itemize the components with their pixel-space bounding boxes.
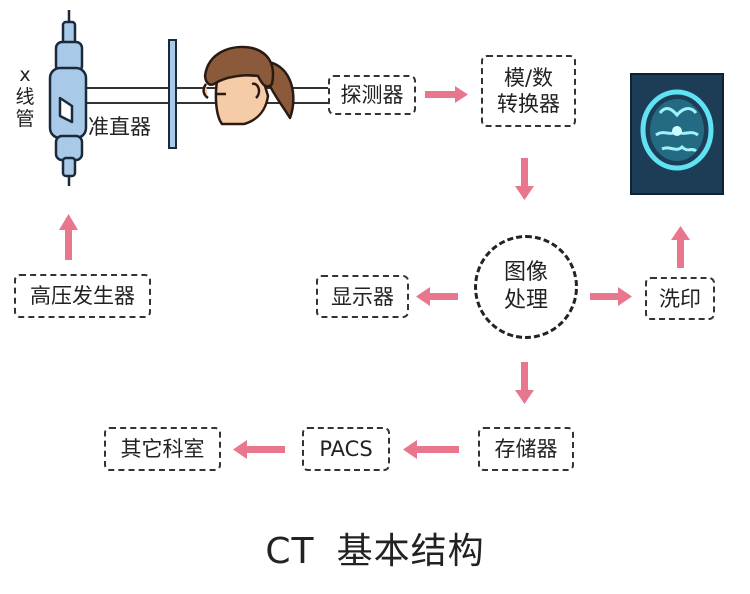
detector-label: 探测器 [340, 83, 404, 107]
arrow-adc-to-processing [515, 158, 534, 200]
flow-arrows [59, 86, 690, 459]
image-processing-label-line1: 图像 [503, 260, 548, 285]
xray-tube-label-char: x [19, 64, 31, 86]
arrow-hv-to-tube [59, 214, 78, 260]
adc-label-line1: 模/数 [503, 66, 554, 90]
arrow-processing-to-storage [515, 362, 534, 404]
ct-scan-image [630, 73, 724, 195]
hv-generator-box: 高压发生器 [14, 274, 151, 318]
hv-generator-label: 高压发生器 [30, 284, 135, 308]
adc-box: 模/数 转换器 [481, 55, 576, 127]
arrow-printing-to-scan [671, 226, 690, 268]
adc-label-line2: 转换器 [497, 92, 560, 116]
arrow-storage-to-pacs [403, 440, 459, 459]
other-departments-label: 其它科室 [120, 437, 205, 461]
collimator-plate [168, 39, 177, 149]
patient-head-icon [202, 45, 295, 126]
xray-tube-label: x 线 管 [14, 64, 36, 130]
title-structure: 基本结构 [336, 531, 485, 572]
collimator-label: 准直器 [88, 115, 151, 139]
printing-box: 洗印 [645, 277, 715, 320]
arrow-detector-to-adc [425, 86, 468, 103]
display-label: 显示器 [331, 284, 394, 309]
display-box: 显示器 [316, 275, 409, 318]
pacs-label: PACS [319, 437, 373, 461]
xray-tube-icon [48, 10, 88, 186]
arrow-processing-to-display [416, 287, 458, 306]
arrow-processing-to-printing [590, 287, 632, 306]
detector-box: 探测器 [328, 75, 416, 115]
xray-tube-label-char: 管 [15, 108, 35, 130]
other-departments-box: 其它科室 [104, 427, 221, 471]
storage-box: 存储器 [478, 427, 574, 471]
image-processing-circle: 图像 处理 [474, 235, 578, 339]
xray-tube-label-char: 线 [15, 86, 35, 108]
diagram-title: CT 基本结构 [0, 530, 750, 574]
arrow-pacs-to-other [233, 440, 285, 459]
brain-scan-icon [640, 89, 714, 171]
storage-label: 存储器 [494, 437, 558, 461]
pacs-box: PACS [302, 427, 390, 471]
printing-label: 洗印 [659, 286, 701, 311]
title-ct: CT [265, 531, 315, 572]
image-processing-label-line2: 处理 [503, 288, 548, 313]
